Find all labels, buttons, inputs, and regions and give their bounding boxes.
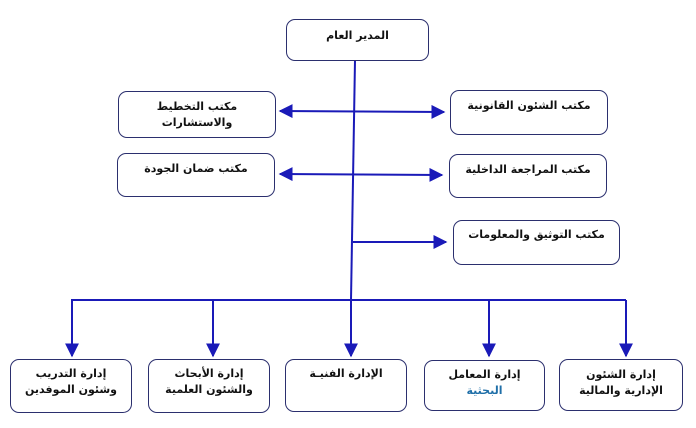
documentation-office-label: مكتب التوثيق والمعلومات [468,228,605,241]
training-dept-line2: وشئون الموفدين [24,383,118,396]
connector-quality-audit [278,167,444,182]
admin-finance-dept-box[interactable]: إدارة الشئون الإدارية والمالية [559,359,683,411]
technical-dept-box[interactable]: الإدارة الفنيـة [285,359,407,412]
admin-finance-dept-line1: إدارة الشئون [586,368,656,381]
research-dept-line1: إدارة الأبحاث [174,367,244,380]
research-dept-line2: والشئون العلمية [165,383,253,396]
technical-dept-label: الإدارة الفنيـة [309,367,383,380]
director-general-box[interactable]: المدير العام [286,19,429,61]
training-dept-line1: إدارة التدريب [35,367,107,380]
audit-office-label: مكتب المراجعة الداخلية [465,163,591,176]
quality-office-label: مكتب ضمان الجودة [144,162,248,175]
research-dept-box[interactable]: إدارة الأبحاث والشئون العلمية [148,359,270,413]
labs-dept-line1: إدارة المعامل [448,368,521,381]
planning-office-line1: مكتب التخطيط [156,100,238,113]
planning-office-line2: والاستشارات [161,116,233,129]
trunk-line [350,59,356,301]
training-dept-box[interactable]: إدارة التدريب وشئون الموفدين [10,359,132,413]
admin-finance-dept-line2: الإدارية والمالية [579,384,663,397]
legal-office-label: مكتب الشئون القانونية [467,99,591,112]
quality-office-box[interactable]: مكتب ضمان الجودة [117,153,275,197]
planning-office-box[interactable]: مكتب التخطيط والاستشارات [118,91,276,138]
director-general-label: المدير العام [326,29,389,42]
audit-office-box[interactable]: مكتب المراجعة الداخلية [449,154,607,198]
legal-office-box[interactable]: مكتب الشئون القانونية [450,90,608,135]
documentation-office-box[interactable]: مكتب التوثيق والمعلومات [453,220,620,265]
connector-planning-legal [278,104,446,119]
labs-dept-box[interactable]: إدارة المعامل البحثية [424,360,545,411]
labs-dept-line2: البحثية [466,384,503,397]
